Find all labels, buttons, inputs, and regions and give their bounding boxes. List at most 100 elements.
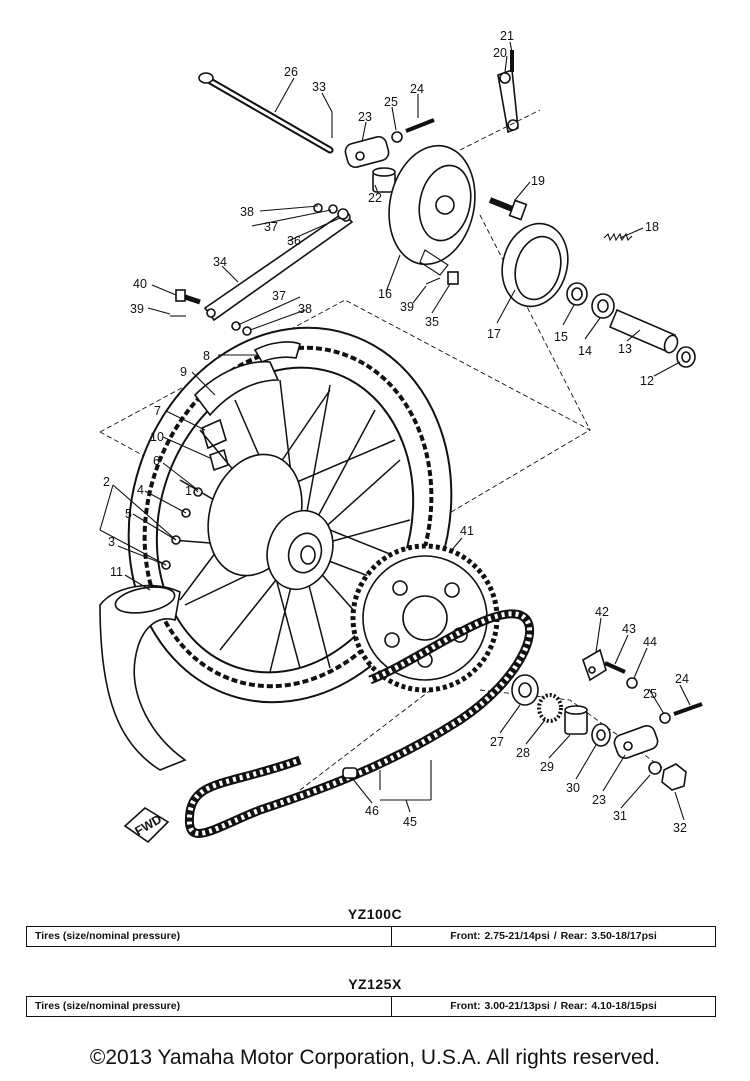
callout-41: 41: [460, 524, 474, 538]
callout-18: 18: [645, 220, 659, 234]
callout-21: 21: [500, 29, 514, 43]
callout-44: 44: [643, 635, 657, 649]
callout-38b: 38: [298, 302, 312, 316]
callout-labels: 1 2 3 4 5 6 7 8 9 10 11 12 13 14 15 16 1…: [103, 29, 689, 835]
tensioner-bolt-43: [604, 661, 626, 674]
callout-39b: 39: [400, 300, 414, 314]
callout-10: 10: [150, 430, 164, 444]
spec-value: Front: 2.75-21/14psi / Rear: 3.50-18/17p…: [450, 930, 657, 942]
spec-value: Front: 3.00-21/13psi / Rear: 4.10-18/15p…: [450, 1000, 657, 1012]
callout-40: 40: [133, 277, 147, 291]
chain-tensioner-42: [582, 648, 607, 682]
spacer-30: [591, 723, 611, 747]
callout-25: 25: [384, 95, 398, 109]
callout-13: 13: [618, 342, 632, 356]
callout-6: 6: [153, 454, 160, 468]
callout-46: 46: [365, 804, 379, 818]
camshaft-lever: [497, 68, 519, 134]
brake-plate-bolt: [488, 197, 528, 221]
spec-label: Tires (size/nominal pressure): [27, 997, 392, 1016]
callout-39: 39: [130, 302, 144, 316]
drive-chain: [184, 609, 535, 838]
callout-43: 43: [622, 622, 636, 636]
callout-24: 24: [410, 82, 424, 96]
callout-25b: 25: [643, 687, 657, 701]
callout-37b: 37: [272, 289, 286, 303]
rear-sprocket: [350, 543, 500, 693]
callout-38: 38: [240, 205, 254, 219]
tension-bar: [203, 211, 354, 322]
callout-35: 35: [425, 315, 439, 329]
callout-1: 1: [185, 484, 192, 498]
rear-axle: [198, 72, 334, 154]
bearing-12: [676, 346, 696, 368]
tensioner-nut-44: [626, 677, 638, 689]
brake-shoe-spring: [603, 232, 633, 242]
copyright-notice: ©2013 Yamaha Motor Corporation, U.S.A. A…: [89, 1046, 661, 1069]
bearing-27: [511, 674, 539, 706]
model-title-yz125x: YZ125X: [348, 976, 402, 992]
callout-20: 20: [493, 46, 507, 60]
spec-row-yz125x: Tires (size/nominal pressure) Front: 3.0…: [26, 996, 716, 1017]
brake-shoe-plate: [388, 144, 476, 276]
axle-nut-32: [661, 763, 687, 791]
callout-31: 31: [613, 809, 627, 823]
callout-30: 30: [566, 781, 580, 795]
callout-4: 4: [137, 483, 144, 497]
collar: [372, 167, 396, 193]
rear-hub: [207, 453, 334, 591]
nut-37-top: [328, 204, 338, 214]
lock-nut: [209, 448, 229, 472]
chain-puller-top: [344, 135, 390, 169]
callout-15: 15: [554, 330, 568, 344]
callout-42: 42: [595, 605, 609, 619]
chain-puller-bottom: [613, 724, 659, 760]
tube: [253, 341, 301, 364]
callout-26: 26: [284, 65, 298, 79]
washer-37-bottom: [231, 321, 241, 331]
callout-11: 11: [110, 565, 123, 579]
callout-24b: 24: [675, 672, 689, 686]
rim-band: [193, 360, 280, 417]
callout-3: 3: [108, 535, 115, 549]
brake-shoe: [501, 222, 569, 308]
callout-27: 27: [490, 735, 504, 749]
callout-7: 7: [154, 404, 161, 418]
oil-seal-28: [537, 693, 563, 723]
callout-28: 28: [516, 746, 530, 760]
cotter-pin-39b: [425, 277, 441, 285]
callout-33: 33: [312, 80, 326, 94]
callout-23b: 23: [592, 793, 606, 807]
callout-9: 9: [180, 365, 187, 379]
model-title-yz100c: YZ100C: [347, 906, 403, 922]
callout-14: 14: [578, 344, 592, 358]
callout-12: 12: [640, 374, 654, 388]
oil-seal: [566, 282, 588, 306]
leader-lines: [99, 41, 691, 821]
callout-17: 17: [487, 327, 501, 341]
callout-19: 19: [531, 174, 545, 188]
adjust-bolt-24-top: [405, 118, 435, 133]
callout-8: 8: [203, 349, 210, 363]
spec-row-yz100c: Tires (size/nominal pressure) Front: 2.7…: [26, 926, 716, 947]
collar-29: [564, 705, 588, 735]
valve-cap: [201, 418, 227, 450]
callout-22: 22: [368, 191, 382, 205]
spec-label: Tires (size/nominal pressure): [27, 927, 392, 946]
rear-wheel-exploded-diagram: FWD: [99, 29, 703, 844]
nut-25-top: [391, 131, 403, 143]
washer-31: [648, 761, 662, 775]
adjust-bolt-24-bottom: [673, 702, 703, 716]
callout-29: 29: [540, 760, 554, 774]
bolt-40: [175, 289, 201, 305]
callout-32: 32: [673, 821, 687, 835]
callout-37: 37: [264, 220, 278, 234]
callout-23: 23: [358, 110, 372, 124]
callout-34: 34: [213, 255, 227, 269]
callout-45: 45: [403, 815, 417, 829]
tire-cutaway: [99, 584, 187, 771]
callout-2: 2: [103, 475, 110, 489]
callout-5: 5: [125, 507, 132, 521]
nut-38-top: [313, 203, 323, 213]
washer-36: [337, 208, 349, 220]
